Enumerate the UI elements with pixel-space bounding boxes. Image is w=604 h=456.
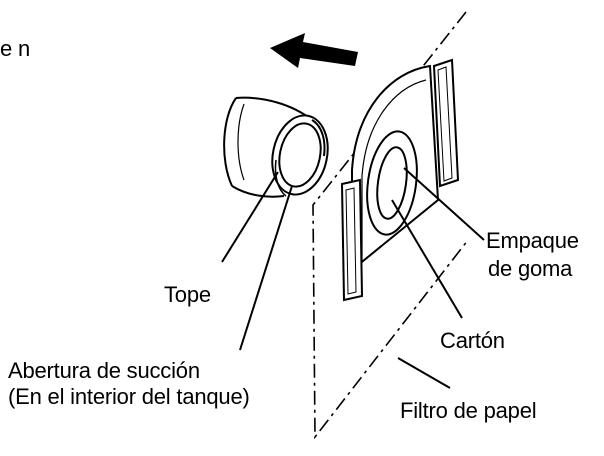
leader-filtro [397,357,451,389]
cardboard-plate [351,64,440,273]
suction-opening-cup [223,96,329,198]
leader-empaque [403,167,485,241]
label-empaque-line1: Empaque [486,228,579,253]
leader-tope [221,171,279,263]
label-abertura-line1: Abertura de succión [8,358,200,383]
label-tope: Tope [164,282,211,307]
label-carton: Cartón [440,328,505,353]
leader-carton [391,199,463,319]
paper-filter-outline [312,11,469,440]
label-abertura-line2: (En el interior del tanque) [8,384,250,409]
label-empaque-line2: de goma [488,256,573,281]
leader-lines [221,167,485,389]
fragment-text: e n [0,36,30,61]
clips [340,58,460,302]
label-filtro: Filtro de papel [400,398,537,423]
direction-arrow [270,33,358,68]
leader-abertura [239,185,293,351]
